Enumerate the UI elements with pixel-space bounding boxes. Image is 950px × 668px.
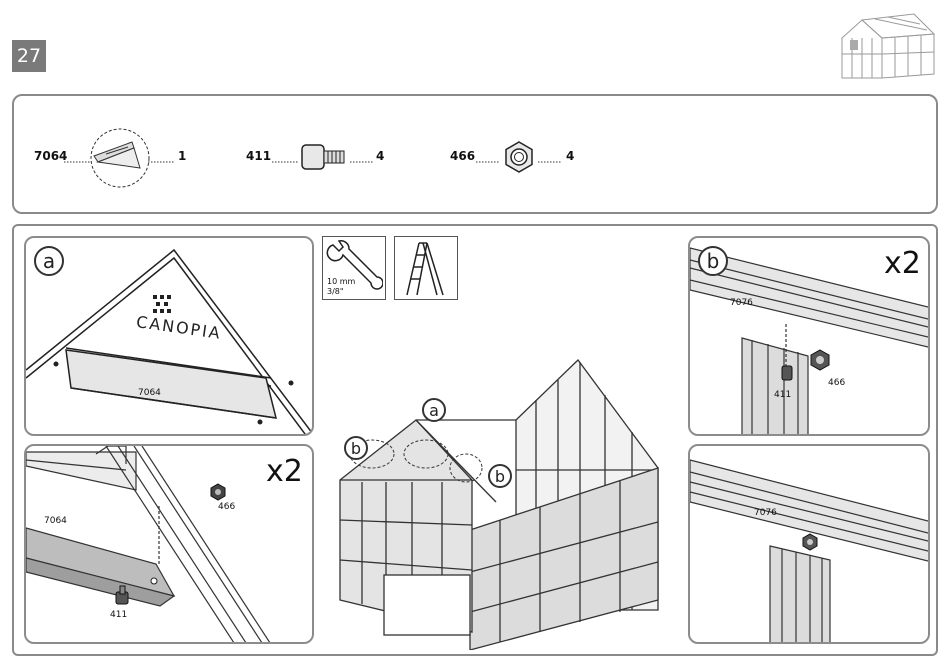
part-label-411-a2: 411 — [110, 610, 127, 620]
part-label-7064: 7064 — [138, 388, 161, 398]
detail-b-marker: b — [698, 246, 728, 276]
detail-a-illustration — [26, 238, 314, 436]
ladder-tool-box — [394, 236, 458, 300]
overview-callout-b-left: b — [344, 436, 368, 460]
detail-b2-panel: 7076 — [688, 444, 930, 644]
greenhouse-thumbnail-icon — [836, 10, 940, 82]
part-label-466-a2: 466 — [218, 502, 235, 512]
part-label-466-b: 466 — [828, 378, 845, 388]
gable-bracket-icon — [88, 128, 152, 188]
nut-b2-icon — [803, 534, 817, 550]
detail-b-multiplier: x2 — [884, 246, 921, 281]
bolt-icon — [300, 142, 348, 172]
canopia-logo-icon — [151, 293, 173, 315]
part-qty-7064: 1 — [178, 149, 186, 163]
nut-466-b-icon — [811, 350, 829, 370]
wrench-size-in: 3/8" — [327, 287, 344, 296]
detail-b2-illustration — [690, 446, 930, 644]
detail-a2-panel: x2 7064 466 411 — [24, 444, 314, 644]
part-qty-466: 4 — [566, 149, 574, 163]
part-label-411-b: 411 — [774, 390, 791, 400]
detail-b-panel: b x2 7076 411 466 — [688, 236, 930, 436]
hex-nut-icon — [502, 140, 536, 174]
detail-a2-multiplier: x2 — [266, 454, 303, 489]
greenhouse-overview-illustration — [320, 350, 680, 650]
detail-a-panel: a CANOPIA 7064 — [24, 236, 314, 436]
step-number-badge: 27 — [12, 40, 46, 72]
wrench-tool-box: 10 mm 3/8" — [322, 236, 386, 300]
part-code-411: 411 — [246, 149, 271, 163]
overview-callout-b-right: b — [488, 464, 512, 488]
part-code-466: 466 — [450, 149, 475, 163]
nut-466-icon — [211, 484, 225, 500]
part-label-7064-a2: 7064 — [44, 516, 67, 526]
ladder-icon — [401, 241, 453, 297]
part-label-7076-b2: 7076 — [754, 508, 777, 518]
bolt-411-b-icon — [782, 366, 792, 380]
part-code-7064: 7064 — [34, 149, 67, 163]
detail-a-marker: a — [34, 246, 64, 276]
part-label-7076-b: 7076 — [730, 298, 753, 308]
wrench-size-mm: 10 mm — [327, 277, 355, 286]
part-qty-411: 4 — [376, 149, 384, 163]
overview-callout-a: a — [422, 398, 446, 422]
parts-list-panel: 7064 1 411 4 466 4 — [12, 94, 938, 214]
